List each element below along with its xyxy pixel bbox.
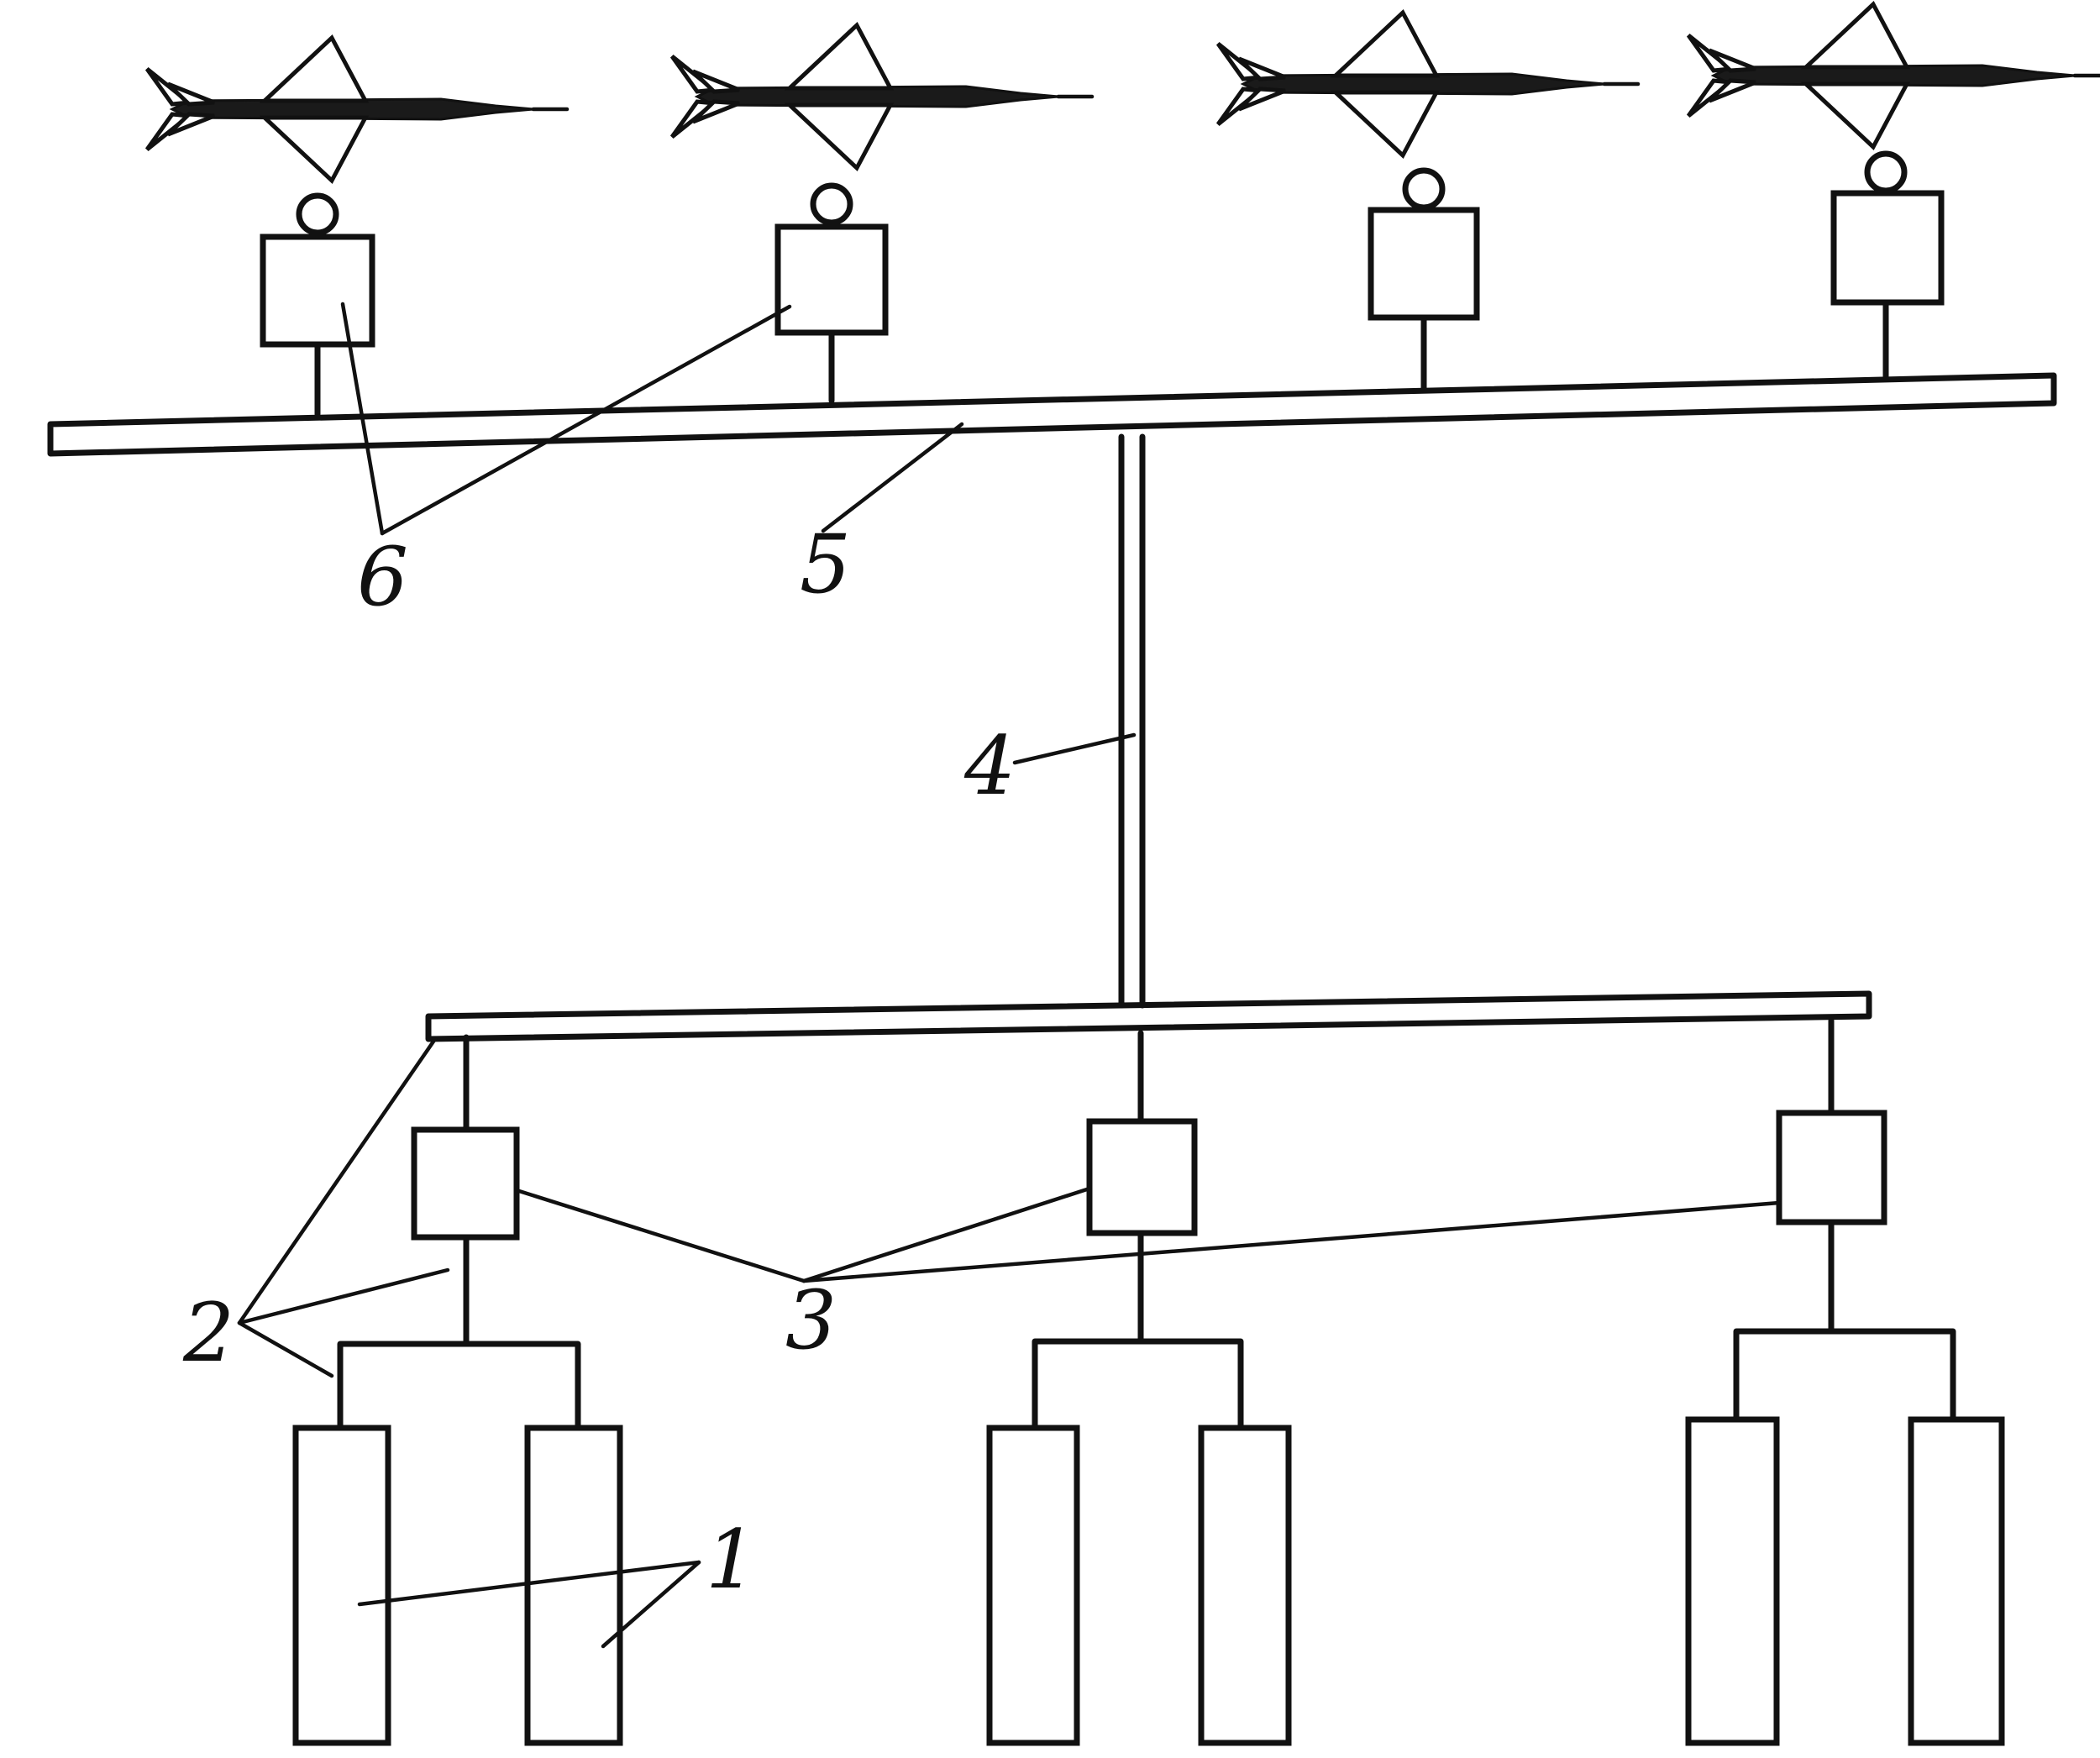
pump-station-left <box>411 1126 520 1241</box>
pump-station-middle <box>1086 1118 1198 1236</box>
dispenser-4 <box>1830 150 1945 380</box>
tank-5 <box>1685 1416 1780 1746</box>
dispenser-3 <box>1368 167 1480 391</box>
group-left <box>292 1034 623 1746</box>
label-4: 4 <box>963 719 1016 813</box>
aircraft-3-icon <box>1218 13 1638 155</box>
pump-station-right <box>1776 1110 1887 1225</box>
dispenser-2 <box>774 182 889 404</box>
leader-lines <box>237 302 1782 1649</box>
label-2: 2 <box>182 1286 234 1380</box>
tank-3 <box>986 1425 1080 1746</box>
label-5: 5 <box>800 517 851 611</box>
tank-4 <box>1198 1425 1292 1746</box>
tank-2 <box>524 1425 623 1746</box>
tank-1 <box>292 1425 391 1746</box>
group-right <box>1685 1017 2005 1746</box>
dispenser-1 <box>260 192 375 417</box>
aircraft-4-icon <box>1688 4 2100 147</box>
distribution-pipe <box>47 372 2057 457</box>
aircraft-1-icon <box>147 38 567 181</box>
group-middle <box>986 1030 1292 1746</box>
lower-manifold <box>425 990 1872 1042</box>
main-line <box>1118 433 1146 1009</box>
label-1: 1 <box>706 1513 757 1607</box>
aircraft-2-icon <box>672 25 1092 168</box>
label-6: 6 <box>357 530 408 624</box>
label-3: 3 <box>785 1273 837 1367</box>
tank-6 <box>1908 1416 2005 1746</box>
